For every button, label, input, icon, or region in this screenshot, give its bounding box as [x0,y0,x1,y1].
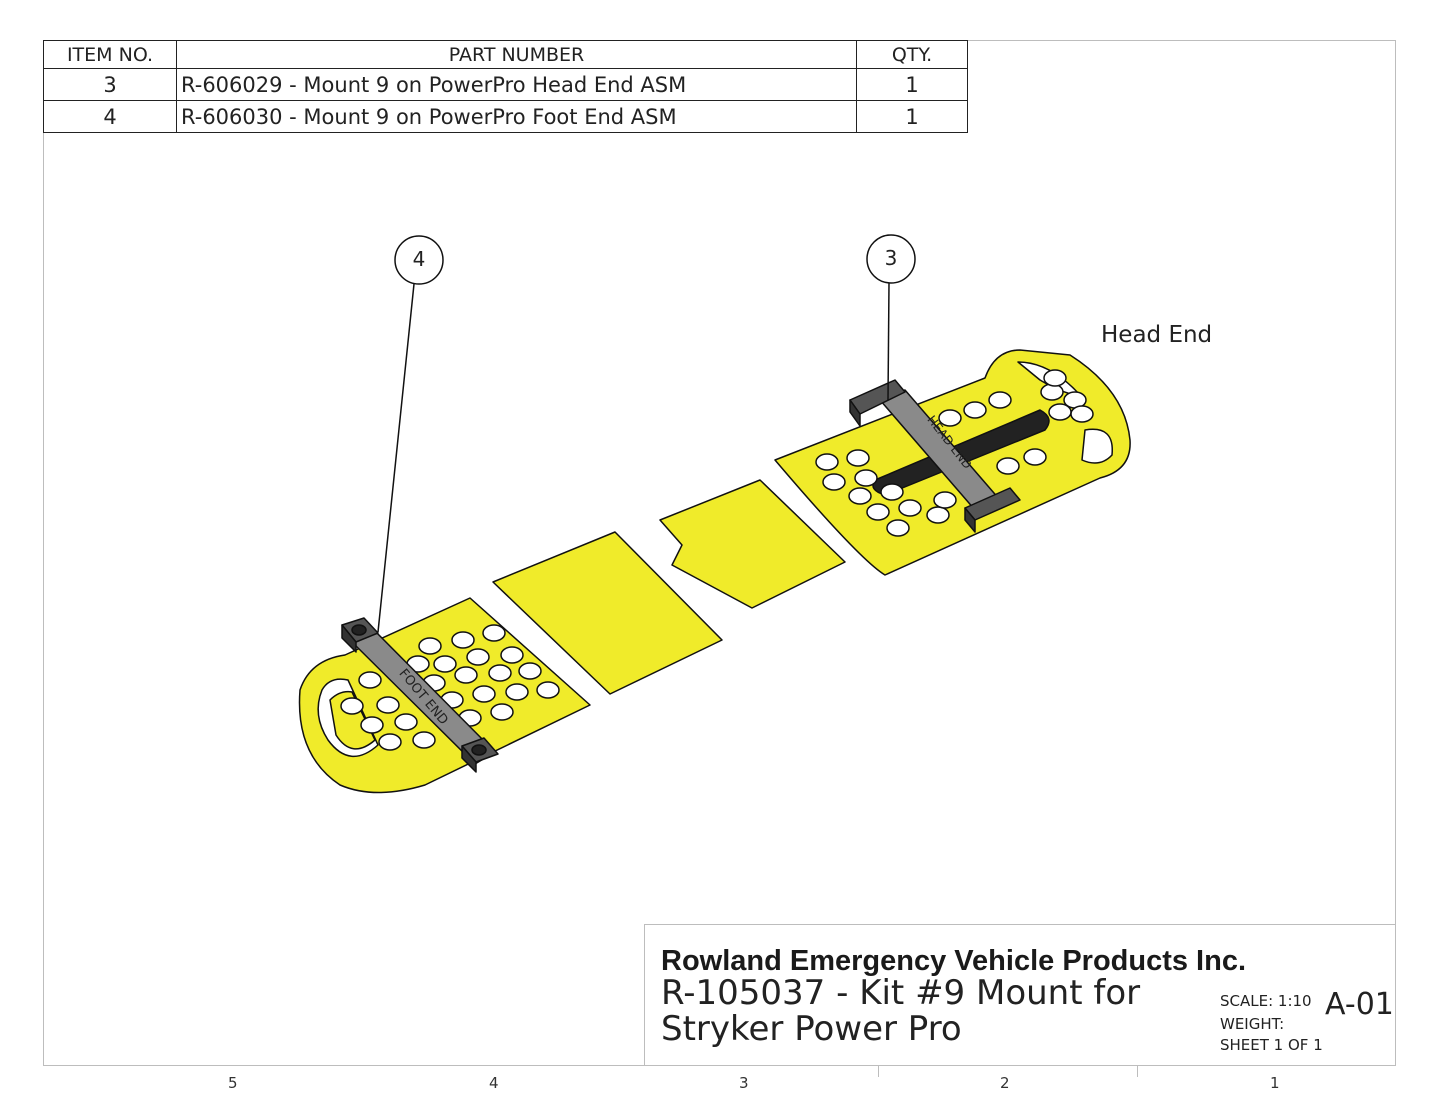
bill-of-materials-table: ITEM NO. PART NUMBER QTY. 3 R-606029 - M… [43,40,968,133]
drawing-title-line2: Stryker Power Pro [661,1009,962,1049]
zone-divider [878,1066,879,1077]
sheet-label: SHEET 1 OF 1 [1220,1036,1323,1054]
zone-label: 5 [228,1074,238,1092]
head-end-label: Head End [1101,322,1213,348]
zone-label: 2 [1000,1074,1010,1092]
foot-end-mount [341,617,499,773]
callout-3 [866,234,916,401]
bom-header-row: ITEM NO. PART NUMBER QTY. [43,40,968,69]
bom-row: 4 R-606030 - Mount 9 on PowerPro Foot En… [43,100,968,133]
zone-label: 4 [489,1074,499,1092]
drawing-title-line1: R-105037 - Kit #9 Mount for [661,973,1141,1013]
bom-item: 4 [43,100,177,133]
bom-part: R-606030 - Mount 9 on PowerPro Foot End … [176,100,857,133]
zone-label: 1 [1270,1074,1280,1092]
middle-pad-right [659,479,846,609]
zone-label: 3 [739,1074,749,1092]
callout-4 [377,235,444,633]
callout-3-number: 3 [884,246,898,270]
callout-4-number: 4 [412,247,426,271]
bom-header-qty: QTY. [856,40,968,69]
company-name: Rowland Emergency Vehicle Products Inc. [661,945,1247,977]
drawing-title: R-105037 - Kit #9 Mount for Stryker Powe… [661,975,1140,1047]
revision-label: A-01 [1325,987,1394,1022]
weight-label: WEIGHT: [1220,1015,1285,1033]
title-block: Rowland Emergency Vehicle Products Inc. … [644,924,1396,1066]
bom-header-part: PART NUMBER [176,40,857,69]
head-end-mount [849,379,1021,533]
zone-divider [1137,1066,1138,1077]
scale-label: SCALE: 1:10 [1220,992,1312,1010]
middle-pad-left [492,531,723,695]
bom-qty: 1 [856,100,968,133]
